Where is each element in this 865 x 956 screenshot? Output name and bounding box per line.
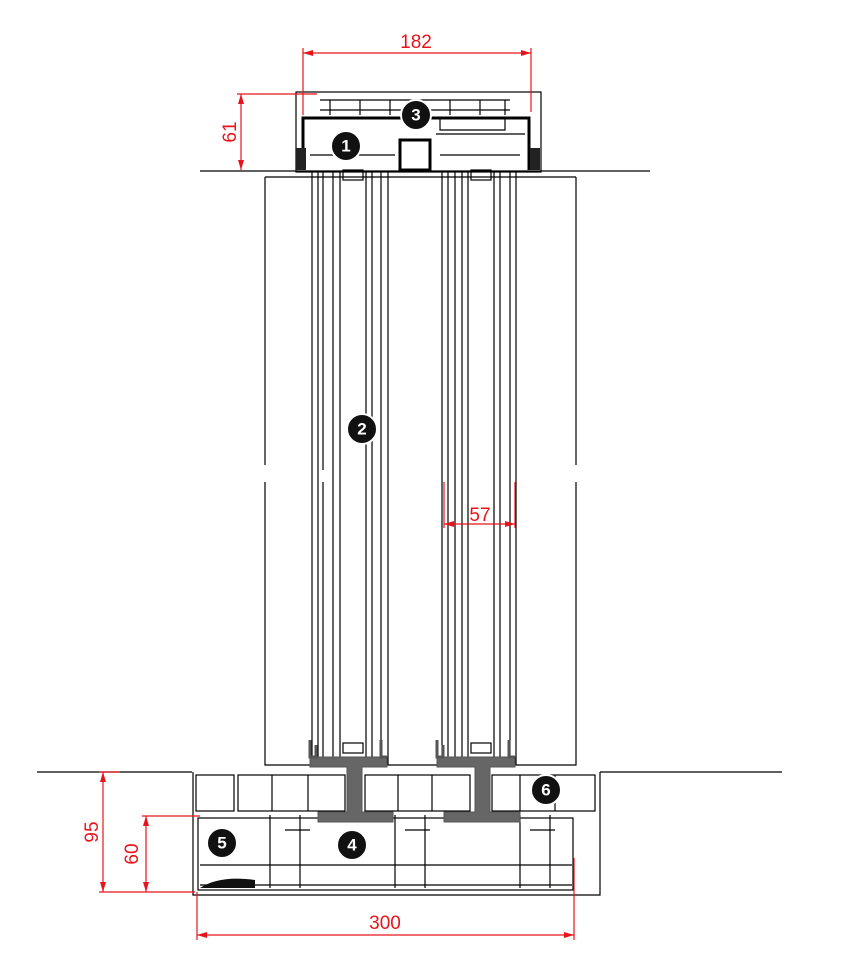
dimension-300: 300 — [196, 858, 575, 940]
sill — [37, 740, 782, 896]
callout-3: 3 — [400, 99, 432, 131]
callout-4: 4 — [336, 829, 368, 861]
svg-text:4: 4 — [347, 836, 357, 855]
left-sash — [311, 169, 389, 765]
dimension-300-label: 300 — [369, 913, 401, 934]
steel-i-beam — [308, 740, 521, 823]
dimension-60-label: 60 — [122, 843, 143, 864]
callout-2: 2 — [346, 413, 378, 445]
svg-text:5: 5 — [217, 834, 226, 853]
dimension-61: 61 — [220, 93, 317, 170]
svg-text:6: 6 — [541, 781, 550, 800]
callout-6: 6 — [530, 774, 562, 806]
callout-1: 1 — [330, 130, 362, 162]
sliding-panels — [264, 169, 577, 766]
callout-5: 5 — [206, 827, 238, 859]
dimension-95-label: 95 — [82, 821, 103, 842]
svg-text:2: 2 — [357, 420, 366, 439]
dimension-182-label: 182 — [400, 32, 432, 53]
right-sash — [441, 169, 517, 765]
svg-text:1: 1 — [341, 137, 350, 156]
dimension-61-label: 61 — [220, 121, 241, 142]
dimension-57-label: 57 — [469, 505, 490, 526]
dimension-60: 60 — [122, 815, 200, 892]
head-frame — [200, 91, 650, 173]
dimension-182: 182 — [302, 32, 532, 115]
dimension-57: 57 — [443, 482, 516, 528]
svg-text:3: 3 — [411, 106, 420, 125]
dimension-95: 95 — [82, 771, 195, 893]
